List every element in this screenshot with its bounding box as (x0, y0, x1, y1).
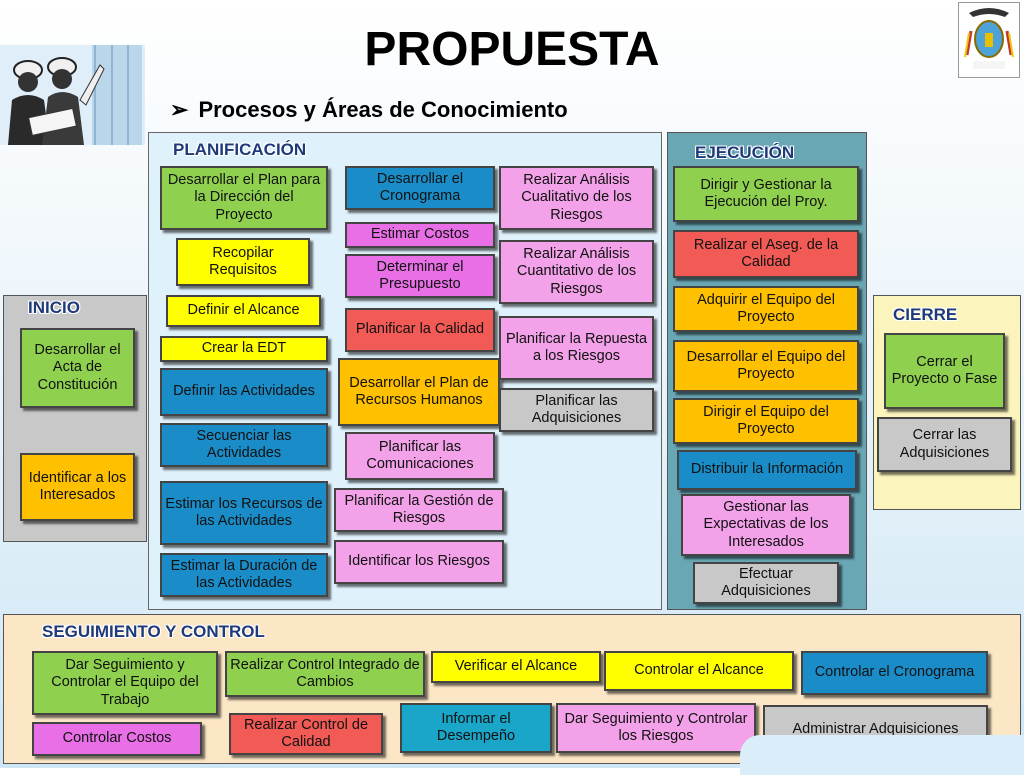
process-box: Realizar Control Integrado de Cambios (225, 651, 425, 697)
process-box: Adquirir el Equipo del Proyecto (673, 286, 859, 332)
planificacion-label: PLANIFICACIÓN (173, 140, 307, 159)
decorative-footer-curve (740, 735, 1024, 775)
subtitle-text: Procesos y Áreas de Conocimiento (198, 97, 568, 122)
process-box: Cerrar el Proyecto o Fase (884, 333, 1005, 409)
process-box: Estimar la Duración de las Actividades (160, 553, 328, 597)
construction-workers-icon (0, 45, 145, 145)
process-box: Identificar los Riesgos (334, 540, 504, 584)
process-box: Recopilar Requisitos (176, 238, 310, 286)
process-box: Desarrollar el Plan para la Dirección de… (160, 166, 328, 230)
process-box: Desarrollar el Plan de Recursos Humanos (338, 358, 500, 426)
process-box: Identificar a los Interesados (20, 453, 135, 521)
process-box: Planificar la Gestión de Riesgos (334, 488, 504, 532)
page-subtitle: ➢ Procesos y Áreas de Conocimiento (170, 97, 568, 123)
cierre-label: CIERRE (893, 305, 958, 324)
process-box: Verificar el Alcance (431, 651, 601, 683)
process-box: Realizar Control de Calidad (229, 713, 383, 755)
process-box: Secuenciar las Actividades (160, 423, 328, 467)
process-box: Dirigir y Gestionar la Ejecución del Pro… (673, 166, 859, 222)
process-box: Dar Seguimiento y Controlar los Riesgos (556, 703, 756, 753)
arrow-bullet-icon: ➢ (170, 97, 189, 122)
process-box: Planificar la Calidad (345, 308, 495, 352)
process-box: Cerrar las Adquisiciones (877, 417, 1012, 472)
process-box: Planificar la Repuesta a los Riesgos (499, 316, 654, 380)
process-box: Estimar los Recursos de las Actividades (160, 481, 328, 545)
process-box: Crear la EDT (160, 336, 328, 362)
process-box: Desarrollar el Equipo del Proyecto (673, 340, 859, 392)
process-box: Planificar las Adquisiciones (499, 388, 654, 432)
process-box: Efectuar Adquisiciones (693, 562, 839, 604)
ejecucion-label: EJECUCIÓN (695, 143, 795, 162)
inicio-label: INICIO (28, 298, 80, 317)
process-box: Definir el Alcance (166, 295, 321, 327)
process-box: Planificar las Comunicaciones (345, 432, 495, 480)
process-box: Realizar Análisis Cuantitativo de los Ri… (499, 240, 654, 304)
process-box: Gestionar las Expectativas de los Intere… (681, 494, 851, 556)
seguimiento-label: SEGUIMIENTO Y CONTROL (42, 622, 265, 641)
process-box: Desarrollar el Cronograma (345, 166, 495, 210)
process-box: Informar el Desempeño (400, 703, 552, 753)
process-box: Determinar el Presupuesto (345, 254, 495, 298)
process-box: Estimar Costos (345, 222, 495, 248)
process-box: Realizar Análisis Cualitativo de los Rie… (499, 166, 654, 230)
process-box: Controlar Costos (32, 722, 202, 756)
process-box: Definir las Actividades (160, 368, 328, 416)
process-box: Desarrollar el Acta de Constitución (20, 328, 135, 408)
process-box: Dar Seguimiento y Controlar el Equipo de… (32, 651, 218, 715)
page-title: PROPUESTA (364, 23, 660, 76)
process-box: Distribuir la Información (677, 450, 857, 490)
ecuador-emblem-icon (958, 2, 1020, 78)
process-box: Realizar el Aseg. de la Calidad (673, 230, 859, 278)
process-box: Dirigir el Equipo del Proyecto (673, 398, 859, 444)
process-box: Controlar el Alcance (604, 651, 794, 691)
process-box: Controlar el Cronograma (801, 651, 988, 695)
